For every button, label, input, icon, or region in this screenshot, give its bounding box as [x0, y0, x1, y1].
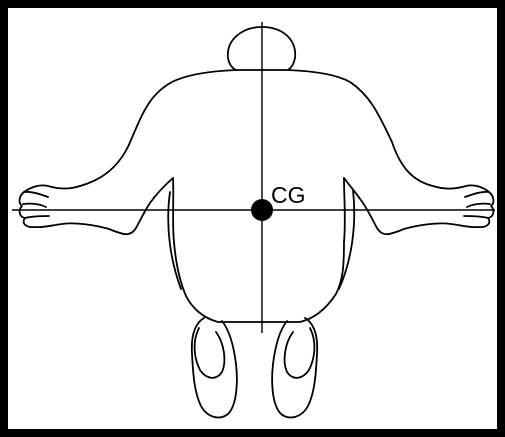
right-hand-fingers	[464, 192, 490, 218]
left-hand-fingers	[23, 192, 49, 218]
center-of-gravity-dot	[251, 199, 273, 221]
cg-label: CG	[271, 182, 306, 208]
torso-outline	[80, 70, 433, 322]
left-foot-inner	[195, 328, 225, 378]
right-foot-inner	[285, 328, 315, 378]
